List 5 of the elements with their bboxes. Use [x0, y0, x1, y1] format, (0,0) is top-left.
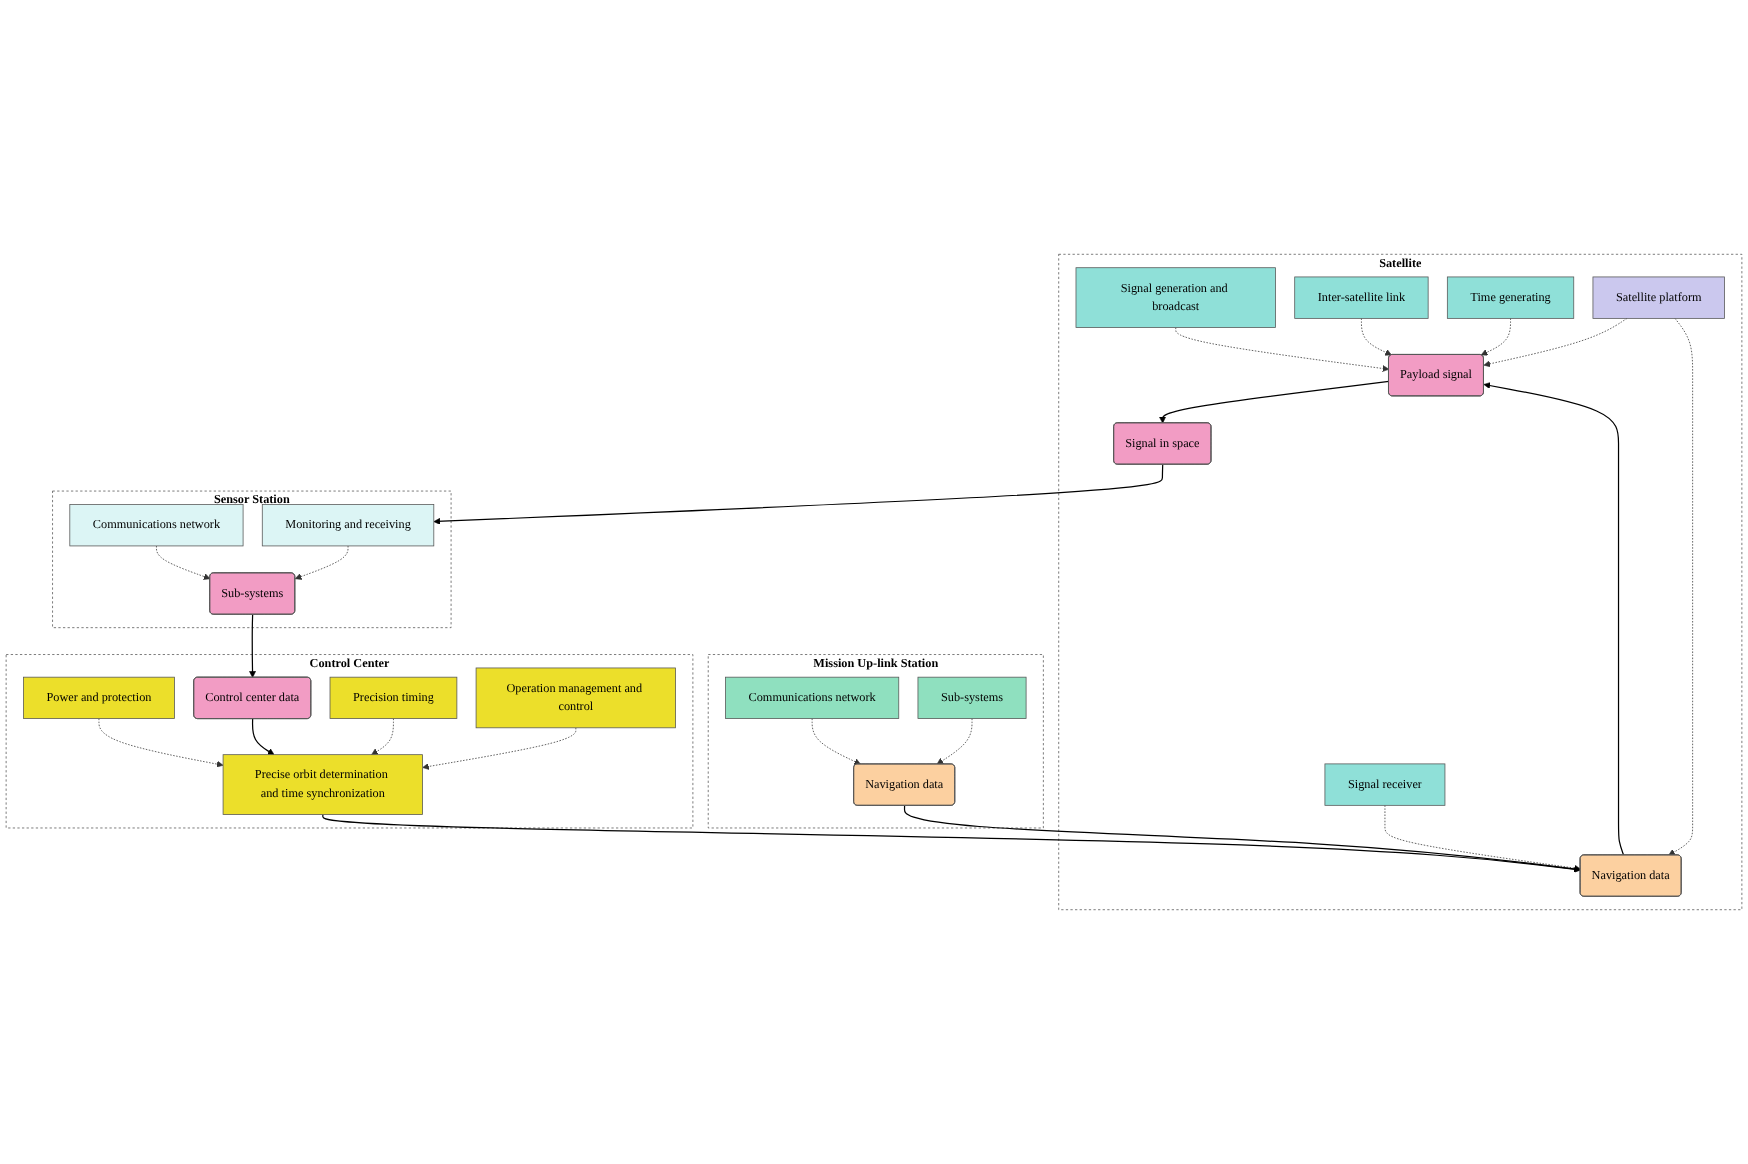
arrow: [433, 463, 1164, 525]
arrow: [1483, 382, 1625, 856]
arrow: [249, 614, 256, 678]
arrow: [251, 718, 275, 755]
arrow: [1159, 380, 1390, 424]
